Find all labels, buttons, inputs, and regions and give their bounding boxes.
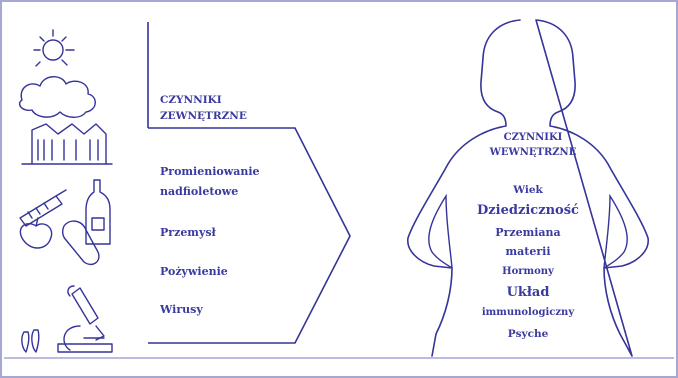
- internal-item-psyche: Psyche: [455, 328, 601, 340]
- internal-item-metabolism-2: materii: [455, 245, 601, 258]
- internal-title-line2: WEWNĘTRZNE: [478, 145, 588, 160]
- external-item-industry: Przemysł: [160, 224, 216, 241]
- external-item-food: Pożywienie: [160, 263, 228, 280]
- microscope-icon: [58, 286, 112, 352]
- external-item-uv: Promieniowanie: [160, 163, 260, 180]
- internal-factors-title: CZYNNIKI WEWNĘTRZNE: [478, 130, 588, 160]
- factory-icon: [22, 124, 112, 164]
- external-factors-title: CZYNNIKI ZEWNĘTRZNE: [160, 92, 247, 124]
- left-arm-gap: [429, 196, 452, 268]
- internal-item-metabolism-1: Przemiana: [455, 226, 601, 239]
- internal-title-line1: CZYNNIKI: [478, 130, 588, 145]
- internal-item-immune-2: immunologiczny: [455, 307, 601, 318]
- external-title-line1: CZYNNIKI: [160, 92, 247, 108]
- bottle-icon: [86, 180, 110, 244]
- sausage-icon: [63, 221, 99, 264]
- internal-item-age: Wiek: [455, 184, 601, 196]
- cloud-icon: [20, 77, 96, 118]
- apple-icon: [20, 218, 51, 248]
- right-arm-gap: [604, 196, 627, 268]
- external-item-uv-2: nadfioletowe: [160, 183, 238, 200]
- internal-item-hormones: Hormony: [455, 266, 601, 277]
- virus-icon: [22, 330, 39, 352]
- sun-icon: [34, 30, 74, 66]
- external-title-line2: ZEWNĘTRZNE: [160, 108, 247, 124]
- external-item-viruses: Wirusy: [160, 301, 203, 318]
- internal-item-immune-1: Układ: [455, 285, 601, 300]
- internal-item-heredity: Dziedziczność: [455, 203, 601, 218]
- syringe-icon: [20, 190, 66, 226]
